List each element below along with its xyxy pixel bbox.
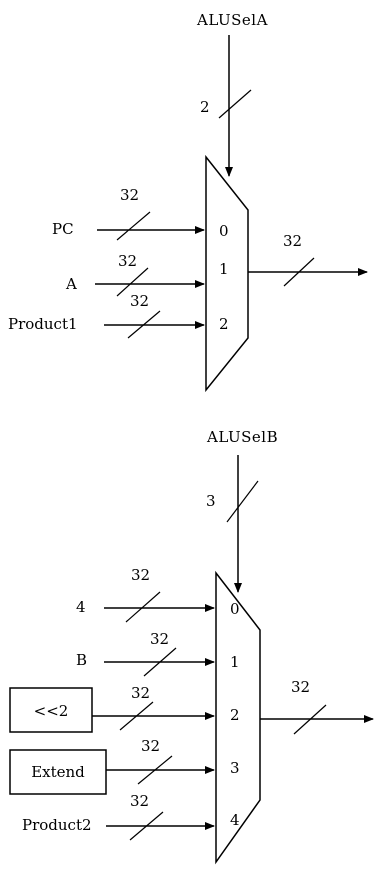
mux-a-input-pc-width: 32 [120, 186, 139, 204]
mux-a-input-index-2: 2 [219, 315, 229, 333]
mux-b: ALUSelB 3 4 32 0 B 32 1 <<2 32 2 Extend … [9, 428, 374, 865]
mux-a-input-product1-slash [127, 310, 161, 339]
mux-a-input-pc-slash [116, 211, 151, 241]
mux-b-input-index-2: 2 [230, 706, 240, 724]
mux-b-select-label: ALUSelB [206, 428, 278, 446]
mux-a-input-index-0: 0 [219, 222, 229, 240]
mux-b-input-shift-slash [119, 701, 154, 731]
mux-a-output-slash [283, 257, 315, 287]
mux-b-input-extend-label: Extend [31, 763, 85, 781]
mux-b-input-4-slash [125, 591, 161, 623]
mux-b-select-width-slash [226, 480, 259, 523]
mux-a-input-product1-label: Product1 [8, 315, 78, 333]
mux-b-output-width: 32 [291, 678, 310, 696]
mux-a-input-a-width: 32 [118, 252, 137, 270]
mux-a-input-a-label: A [65, 275, 77, 293]
mux-b-input-product2-slash [129, 811, 164, 841]
mux-b-body [215, 570, 261, 865]
mux-b-input-index-0: 0 [230, 600, 240, 618]
mux-b-input-index-1: 1 [230, 653, 240, 671]
mux-b-output-slash [293, 704, 327, 735]
mux-a-output-width: 32 [283, 232, 302, 250]
mux-b-input-b-slash [143, 647, 177, 677]
mux-a-input-product1-width: 32 [130, 292, 149, 310]
mux-b-input-index-4: 4 [230, 811, 240, 829]
mux-b-input-4-width: 32 [131, 566, 150, 584]
mux-b-input-shift-label: <<2 [34, 702, 69, 720]
mux-b-select-width: 3 [206, 492, 216, 510]
mux-b-input-extend-slash [137, 755, 173, 785]
mux-a-select-width-slash [218, 89, 252, 119]
mux-b-input-product2-width: 32 [130, 792, 149, 810]
mux-b-input-index-3: 3 [230, 759, 240, 777]
mux-a-select-width: 2 [200, 98, 210, 116]
mux-b-input-b-width: 32 [150, 630, 169, 648]
mux-a-input-index-1: 1 [219, 260, 229, 278]
mux-a-input-pc-label: PC [52, 220, 74, 238]
mux-a-input-a-slash [116, 267, 149, 297]
mux-b-input-product2-label: Product2 [22, 816, 92, 834]
extend-box [9, 749, 107, 795]
mux-b-input-4-label: 4 [76, 598, 86, 616]
mux-b-input-extend-width: 32 [141, 737, 160, 755]
mux-b-input-shift-width: 32 [131, 684, 150, 702]
mux-a-body [205, 154, 249, 393]
mux-b-input-b-label: B [76, 651, 87, 669]
mux-a-select-label: ALUSelA [196, 11, 268, 29]
shift-left-2-box [9, 687, 93, 733]
mux-a: ALUSelA 2 PC 32 0 A 32 1 Product1 32 2 3… [8, 11, 368, 393]
